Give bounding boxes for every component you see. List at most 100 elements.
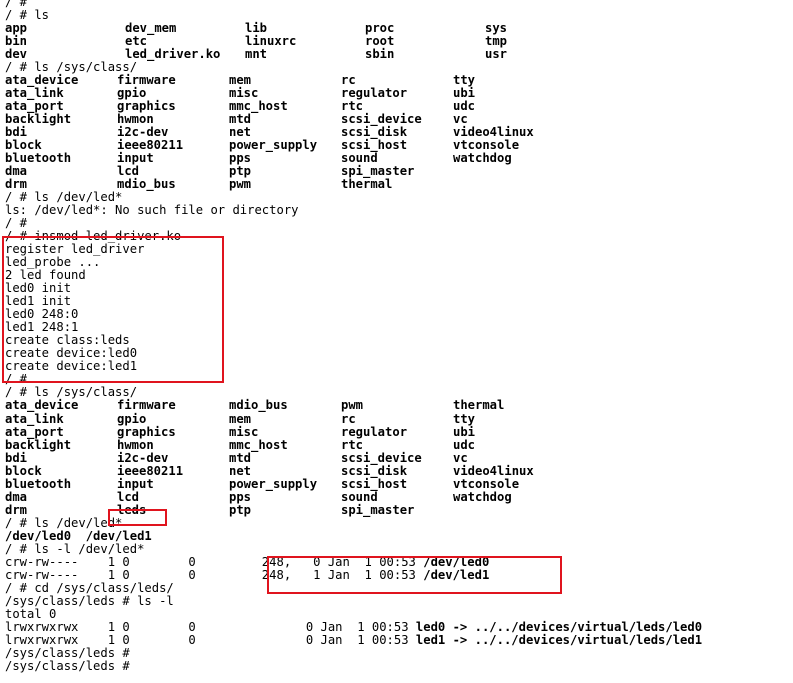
terminal-line: / # ls /dev/led*	[5, 515, 123, 530]
listing-entry: udc	[453, 437, 476, 452]
listing-entry: ata_device	[5, 73, 79, 88]
listing-entry: spi_master	[341, 502, 415, 517]
terminal-line: / # ls	[5, 8, 50, 23]
listing-entry: pps	[229, 489, 252, 504]
bold-path: led0 -> ../../devices/virtual/leds/led0	[415, 619, 703, 634]
listing-entry: power_supply	[229, 476, 318, 491]
listing-entry: scsi_disk	[341, 125, 408, 140]
terminal-line: / #	[5, 0, 28, 9]
terminal-line: led0 248:0	[5, 307, 79, 322]
listing-entry: proc	[365, 21, 395, 36]
terminal-line: /sys/class/leds # ls -l	[5, 593, 174, 608]
listing-entry: pps	[229, 151, 252, 166]
listing-entry: input	[117, 151, 154, 166]
listing-entry: drm	[5, 177, 28, 192]
listing-entry	[453, 178, 565, 191]
listing-entry: misc	[229, 424, 259, 439]
listing-entry: ata_device	[5, 398, 79, 413]
listing-entry: ptp	[229, 164, 252, 179]
listing-entry: tty	[453, 73, 476, 88]
terminal-line: led1 248:1	[5, 320, 79, 335]
listing-entry: pwm	[229, 177, 252, 192]
terminal-line: create device:led0	[5, 346, 138, 361]
listing-entry: gpio	[117, 86, 147, 101]
listing-entry: bluetooth	[5, 476, 72, 491]
line-prefix: lrwxrwxrwx 1 0 0 0 Jan 1 00:53	[5, 619, 416, 634]
listing-entry: watchdog	[453, 489, 512, 504]
listing-entry: video4linux	[453, 463, 534, 478]
listing-entry: mdio_bus	[229, 398, 288, 413]
listing-entry: hwmon	[117, 437, 154, 452]
listing-entry: dma	[5, 489, 28, 504]
terminal-line: / # ls -l /dev/led*	[5, 541, 145, 556]
bold-path: /dev/led1	[423, 567, 490, 582]
terminal-line: lrwxrwxrwx 1 0 0 0 Jan 1 00:53 led0 -> .…	[5, 619, 793, 634]
listing-entry: watchdog	[453, 151, 512, 166]
terminal-line: / #	[5, 372, 28, 387]
listing-entry: gpio	[117, 411, 147, 426]
listing-entry: block	[5, 138, 42, 153]
listing-entry	[453, 504, 565, 517]
listing-entry: scsi_device	[341, 112, 422, 127]
terminal-line: 2 led found	[5, 268, 86, 283]
line-prefix: lrwxrwxrwx 1 0 0 0 Jan 1 00:53	[5, 632, 416, 647]
listing-entry: mnt	[245, 47, 268, 62]
listing-entry: led_driver.ko	[125, 47, 221, 62]
listing-entry: graphics	[117, 424, 176, 439]
terminal-line: / # cd /sys/class/leds/	[5, 580, 174, 595]
listing-entry: sbin	[365, 47, 395, 62]
listing-entry: vc	[453, 112, 468, 127]
listing-entry: ptp	[229, 502, 252, 517]
listing-entry: backlight	[5, 437, 72, 452]
listing-entry: scsi_device	[341, 450, 422, 465]
terminal-line: led1 init	[5, 294, 72, 309]
listing-entry: dev	[5, 47, 28, 62]
listing-entry: udc	[453, 99, 476, 114]
listing-entry: sound	[341, 151, 378, 166]
listing-entry: mdio_bus	[117, 177, 176, 192]
listing-entry: bdi	[5, 125, 28, 140]
listing-entry: lcd	[117, 489, 140, 504]
terminal-line: /sys/class/leds #	[5, 645, 130, 660]
listing-entry: rtc	[341, 99, 364, 114]
listing-entry: i2c-dev	[117, 125, 169, 140]
listing-entry: ieee80211	[117, 463, 184, 478]
terminal-line: ls: /dev/led*: No such file or directory	[5, 203, 299, 218]
listing-entry: firmware	[117, 73, 176, 88]
bold-path: led1 -> ../../devices/virtual/leds/led1	[415, 632, 703, 647]
listing-entry: mmc_host	[229, 99, 288, 114]
listing-entry: bluetooth	[5, 151, 72, 166]
listing-entry: block	[5, 463, 42, 478]
listing-entry: dev_mem	[125, 21, 177, 36]
listing-entry: power_supply	[229, 138, 318, 153]
listing-entry: linuxrc	[245, 34, 297, 49]
listing-entry: scsi_host	[341, 476, 408, 491]
listing-entry: firmware	[117, 398, 176, 413]
listing-entry: lcd	[117, 164, 140, 179]
insmod-highlight-box	[2, 236, 224, 383]
terminal-line: crw-rw---- 1 0 0 248, 0 Jan 1 00:53 /dev…	[5, 555, 793, 569]
terminal-line: /sys/class/leds #	[5, 658, 130, 673]
listing-entry: sys	[485, 21, 508, 36]
listing-entry: ubi	[453, 424, 476, 439]
listing-entry: video4linux	[453, 125, 534, 140]
terminal-line: / # ls /dev/led*	[5, 190, 123, 205]
dev-led-highlight-box	[267, 556, 562, 594]
listing-entry: rc	[341, 73, 356, 88]
listing-entry: vc	[453, 450, 468, 465]
listing-entry: input	[117, 476, 154, 491]
